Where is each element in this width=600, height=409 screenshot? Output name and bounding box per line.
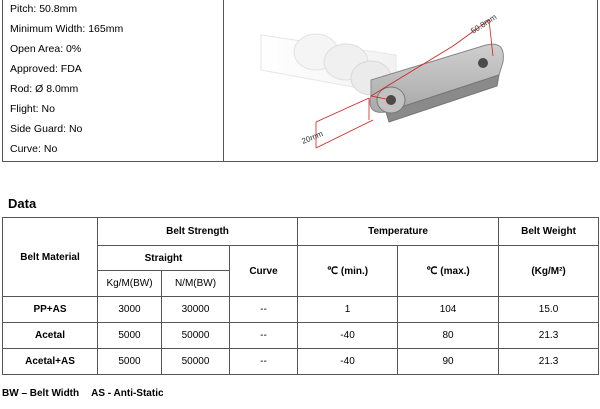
header-curve: Curve xyxy=(228,245,299,297)
belt-data-table: Belt Material Belt Strength Temperature … xyxy=(2,217,600,375)
spec-open-area: Open Area: 0% xyxy=(10,43,82,55)
dim-pitch-label: 50.8mm xyxy=(469,12,498,35)
cell-weight: 21.3 xyxy=(498,348,600,375)
header-temp-max: ℃ (max.) xyxy=(397,245,500,297)
header-belt-material: Belt Material xyxy=(2,217,98,297)
belt-module-image: 50.8mm 20mm xyxy=(260,12,504,149)
cell-temp-min: -40 xyxy=(297,348,399,375)
spec-pitch: Pitch: 50.8mm xyxy=(10,3,78,15)
cell-temp-min: -40 xyxy=(297,322,399,349)
header-belt-strength: Belt Strength xyxy=(96,217,299,246)
cell-temp-max: 90 xyxy=(397,348,500,375)
table-row: Acetal 5000 50000 -- -40 80 21.3 xyxy=(2,322,600,349)
header-straight: Straight xyxy=(97,245,230,271)
spec-side-guard: Side Guard: No xyxy=(10,123,83,135)
cell-temp-min: 1 xyxy=(297,296,399,323)
cell-curve: -- xyxy=(228,348,299,375)
cell-material: Acetal+AS xyxy=(2,348,98,375)
cell-n: 30000 xyxy=(161,296,230,323)
footnote-bw: BW – Belt Width xyxy=(2,388,80,399)
header-temp-min: ℃ (min.) xyxy=(297,245,399,297)
table-row: PP+AS 3000 30000 -- 1 104 15.0 xyxy=(2,296,600,323)
cell-curve: -- xyxy=(228,322,299,349)
spec-curve: Curve: No xyxy=(10,143,58,155)
spec-approved: Approved: FDA xyxy=(10,63,82,75)
cell-n: 50000 xyxy=(161,322,230,349)
section-title: Data xyxy=(8,196,37,211)
spec-list: Pitch: 50.8mm Minimum Width: 165mm Open … xyxy=(10,2,123,162)
spec-flight: Flight: No xyxy=(10,103,55,115)
cell-kg: 5000 xyxy=(97,348,162,375)
cell-weight: 15.0 xyxy=(498,296,600,323)
footnote: BW – Belt Width AS - Anti-Static xyxy=(2,388,164,399)
footnote-as: AS - Anti-Static xyxy=(91,388,164,399)
cell-temp-max: 104 xyxy=(397,296,500,323)
header-n-bw: N/M(BW) xyxy=(161,270,230,297)
header-belt-weight: Belt Weight xyxy=(498,217,600,246)
cell-temp-max: 80 xyxy=(397,322,500,349)
cell-n: 50000 xyxy=(161,348,230,375)
spec-panel: Pitch: 50.8mm Minimum Width: 165mm Open … xyxy=(2,0,598,162)
belt-module-drawing: 50.8mm 20mm xyxy=(221,0,597,161)
spec-minimum-width: Minimum Width: 165mm xyxy=(10,23,124,35)
cell-material: Acetal xyxy=(2,322,98,349)
cell-weight: 21.3 xyxy=(498,322,600,349)
cell-kg: 5000 xyxy=(97,322,162,349)
table-row: Acetal+AS 5000 50000 -- -40 90 21.3 xyxy=(2,348,600,375)
header-weight-unit: (Kg/M²) xyxy=(498,245,600,297)
dim-height-label: 20mm xyxy=(300,129,324,146)
spec-divider xyxy=(223,0,224,161)
header-kg-bw: Kg/M(BW) xyxy=(97,270,162,297)
cell-material: PP+AS xyxy=(2,296,98,323)
header-temperature: Temperature xyxy=(297,217,500,246)
cell-kg: 3000 xyxy=(97,296,162,323)
cell-curve: -- xyxy=(228,296,299,323)
spec-rod: Rod: Ø 8.0mm xyxy=(10,83,79,95)
